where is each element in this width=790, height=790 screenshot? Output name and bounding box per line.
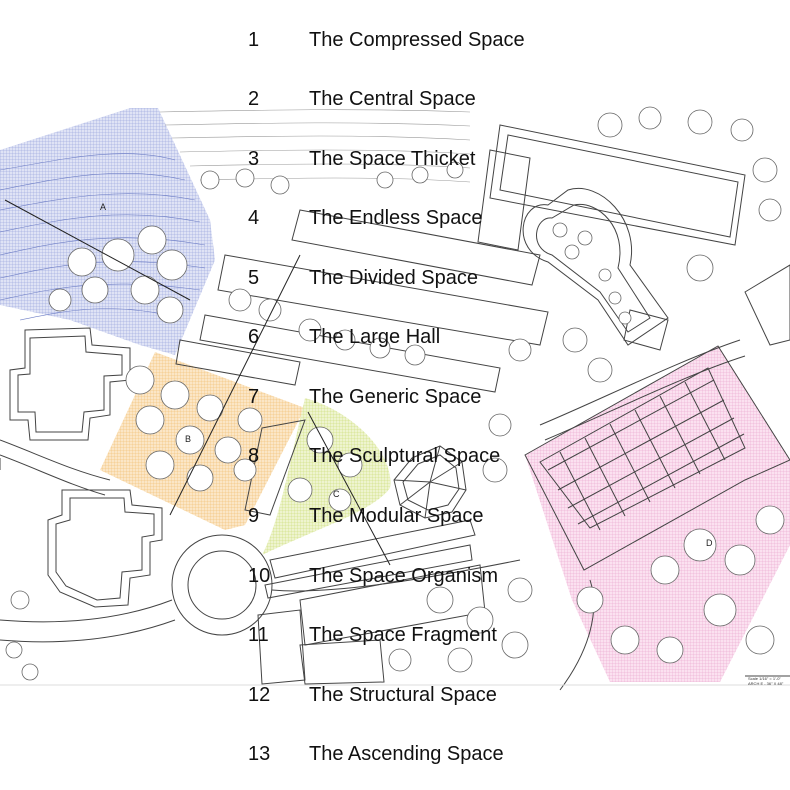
zone-d-letter: D: [706, 538, 713, 548]
list-item: 5 The Divided Space: [0, 258, 790, 298]
list-item: 11 The Space Fragment: [0, 615, 790, 655]
tree-canopies: [5, 106, 785, 681]
upper-terrain-lines: [159, 109, 471, 183]
list-item: 7 The Generic Space: [0, 377, 790, 417]
section-lines: [4, 199, 391, 566]
building-linework: [0, 124, 790, 691]
zone-c-letter: C: [333, 489, 340, 499]
item-number: 10: [248, 565, 271, 587]
item-label: The Large Hall: [309, 326, 441, 348]
item-number: 2: [248, 88, 260, 110]
zone-c-area: [262, 398, 391, 555]
list-item: 4 The Endless Space: [0, 198, 790, 238]
item-label: The Divided Space: [309, 267, 478, 289]
list-item: 8 The Sculptural Space: [0, 436, 790, 476]
item-number: 9: [248, 505, 260, 527]
item-number: 3: [248, 148, 260, 170]
item-number: 8: [248, 445, 260, 467]
list-item: 1 The Compressed Space: [0, 20, 790, 60]
scale-note-line1: Scale 1/16" = 1'-0": [748, 676, 781, 681]
list-item: 10 The Space Organism: [0, 556, 790, 596]
item-label: The Sculptural Space: [309, 445, 501, 467]
list-item: 2 The Central Space: [0, 79, 790, 119]
item-number: 13: [248, 743, 271, 765]
item-number: 7: [248, 386, 260, 408]
item-label: The Generic Space: [309, 386, 482, 408]
item-number: 12: [248, 684, 271, 706]
zone-a-letter: A: [100, 202, 106, 212]
item-number: 5: [248, 267, 260, 289]
list-item: 3 The Space Thicket: [0, 139, 790, 179]
item-label: The Modular Space: [309, 505, 484, 527]
zone-b-letter: B: [185, 434, 191, 444]
item-label: The Ascending Space: [309, 743, 504, 765]
item-label: The Space Thicket: [309, 148, 476, 170]
list-item: 12 The Structural Space: [0, 675, 790, 715]
list-item: 6 The Large Hall: [0, 317, 790, 357]
item-number: 6: [248, 326, 260, 348]
scale-note-line2: ARCH E - 36" X 48": [748, 681, 784, 686]
list-item: 13 The Ascending Space: [0, 734, 790, 774]
item-label: The Central Space: [309, 88, 476, 110]
item-label: The Structural Space: [309, 684, 497, 706]
item-number: 1: [248, 29, 260, 51]
item-number: 4: [248, 207, 260, 229]
item-label: The Space Fragment: [309, 624, 497, 646]
item-number: 11: [248, 624, 269, 646]
item-label: The Space Organism: [309, 565, 498, 587]
list-item: 9 The Modular Space: [0, 496, 790, 536]
item-label: The Endless Space: [309, 207, 483, 229]
item-label: The Compressed Space: [309, 29, 525, 51]
